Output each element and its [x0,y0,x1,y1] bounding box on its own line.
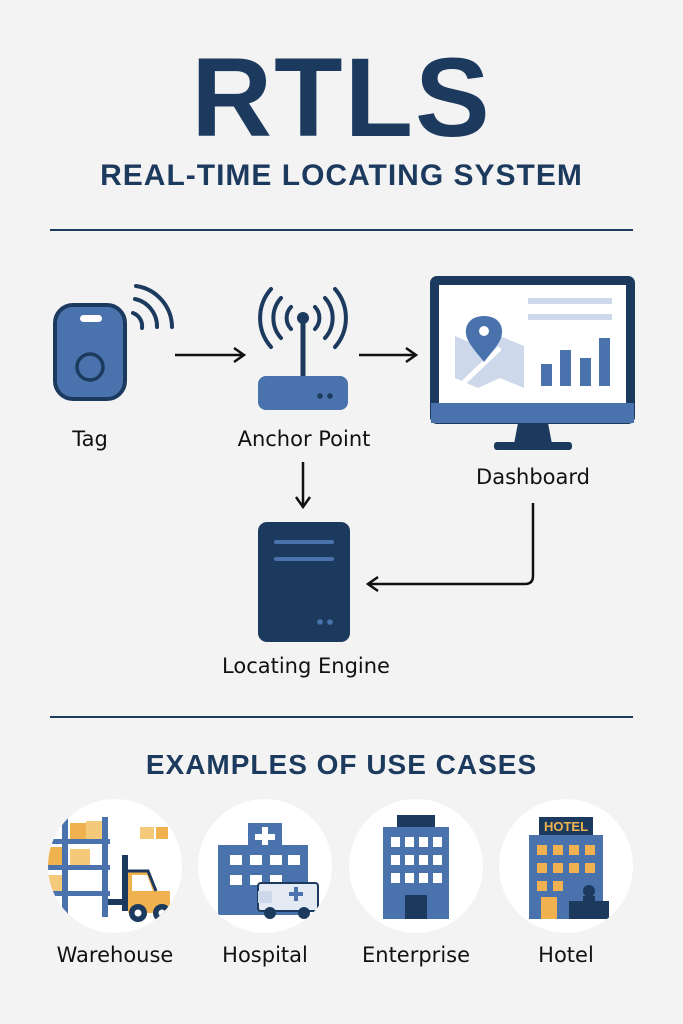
hospital-icon [198,799,332,933]
arrow-anchor-to-dashboard [359,346,419,364]
use-case-enterprise: Enterprise [361,943,471,967]
page-title: RTLS [191,35,492,160]
hotel-icon: HOTEL [499,799,633,933]
dashboard-label: Dashboard [476,465,590,489]
top-divider [50,229,633,231]
locating-engine-server-icon [258,522,350,642]
arrow-tag-to-anchor [175,346,247,364]
use-case-warehouse: Warehouse [56,943,174,967]
use-case-hotel: Hotel [538,943,594,967]
hotel-sign-text: HOTEL [544,819,588,834]
anchor-point-label: Anchor Point [237,427,371,451]
enterprise-icon [349,799,483,933]
rtls-flow-diagram [53,276,635,642]
use-case-hospital: Hospital [222,943,308,967]
dashboard-monitor-icon [430,276,635,450]
arrow-anchor-to-engine [294,462,312,510]
arrow-dashboard-to-engine [365,503,535,593]
anchor-point-icon [258,312,348,410]
tag-signal-icon [131,284,174,330]
tag-icon [53,303,127,401]
use-cases-heading: EXAMPLES OF USE CASES [145,749,538,780]
anchor-signal-icon [258,287,348,349]
middle-divider [50,716,633,718]
page-subtitle: REAL-TIME LOCATING SYSTEM [100,159,583,192]
locating-engine-label: Locating Engine [222,654,390,678]
tag-label: Tag [72,427,108,451]
warehouse-icon [48,799,182,933]
